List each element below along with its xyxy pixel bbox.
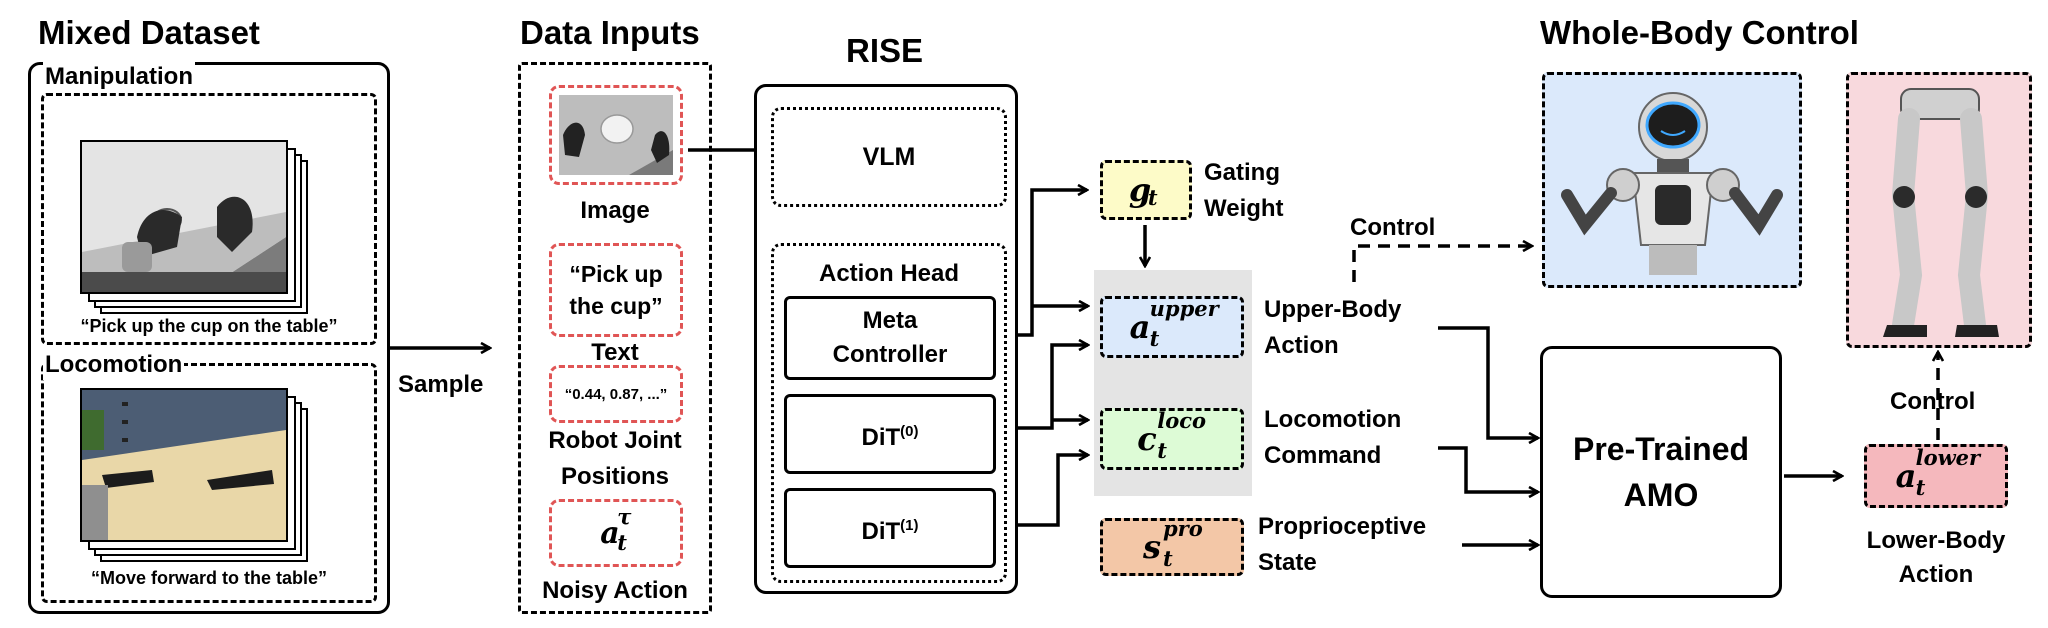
locomotion-label: Locomotion bbox=[43, 349, 185, 380]
gating-weight-label: Gating Weight bbox=[1204, 159, 1284, 222]
image-input-box bbox=[549, 85, 683, 185]
noisy-action-label: Noisy Action bbox=[542, 577, 688, 604]
upper-body-action-label: Upper-Body Action bbox=[1264, 296, 1402, 359]
manipulation-label: Manipulation bbox=[43, 61, 195, 92]
upper-body-robot-image bbox=[1542, 72, 1802, 288]
action-head-label: Action Head bbox=[818, 260, 959, 287]
locomotion-panel: “Move forward to the table” bbox=[41, 363, 377, 603]
dit0-block: DiT(0) bbox=[784, 394, 996, 474]
manipulation-caption: “Pick up the cup on the table” bbox=[80, 316, 338, 336]
lower-body-robot-image bbox=[1846, 72, 2032, 348]
data-inputs-panel: Image “Pick up the cup” Text “0.44, 0.87… bbox=[518, 62, 712, 614]
mixed-dataset-title: Mixed Dataset bbox=[38, 14, 260, 51]
dit1-block: DiT(1) bbox=[784, 488, 996, 568]
vlm-block: VLM bbox=[771, 107, 1007, 207]
image-input-thumbnail bbox=[559, 95, 673, 175]
text-input-box: “Pick up the cup” bbox=[549, 243, 683, 337]
text-input-value: “Pick up the cup” bbox=[569, 261, 663, 319]
text-input-label: Text bbox=[591, 339, 639, 366]
lower-body-action-label: Lower-Body Action bbox=[1866, 527, 2006, 588]
upper-control-label: Control bbox=[1350, 214, 1436, 241]
image-input-label: Image bbox=[580, 197, 650, 224]
pretrained-amo-block: Pre-Trained AMO bbox=[1540, 346, 1782, 598]
manipulation-panel: “Pick up the cup on the table” bbox=[41, 93, 377, 345]
rise-title: RISE bbox=[846, 32, 924, 69]
sample-label: Sample bbox=[398, 371, 484, 398]
proprioceptive-state-label: Proprioceptive State bbox=[1258, 513, 1427, 576]
lower-body-robot-drawing bbox=[1883, 88, 1999, 337]
meta-controller-block: Meta Controller bbox=[784, 296, 996, 380]
data-inputs-title: Data Inputs bbox=[520, 14, 700, 51]
lower-control-label: Control bbox=[1890, 388, 1976, 415]
whole-body-control-title: Whole-Body Control bbox=[1540, 14, 1859, 51]
manipulation-scene-image bbox=[82, 142, 286, 292]
action-head-panel: Action Head Meta Controller DiT(0) DiT(1… bbox=[771, 243, 1007, 583]
locomotion-image bbox=[80, 388, 288, 542]
manipulation-image bbox=[80, 140, 288, 294]
rise-panel: VLM Action Head Meta Controller DiT(0) D… bbox=[754, 84, 1018, 594]
joint-input-box: “0.44, 0.87, ...” bbox=[549, 365, 683, 423]
upper-body-robot-drawing bbox=[1561, 92, 1783, 275]
locomotion-scene-image bbox=[82, 390, 286, 540]
mixed-dataset-panel: “Pick up the cup on the table” Manipulat… bbox=[28, 61, 390, 614]
locomotion-command-label: Locomotion Command bbox=[1264, 406, 1402, 469]
locomotion-caption: “Move forward to the table” bbox=[90, 568, 328, 588]
joint-input-label: Robot Joint Positions bbox=[548, 427, 682, 490]
joint-input-value: “0.44, 0.87, ...” bbox=[564, 385, 668, 403]
